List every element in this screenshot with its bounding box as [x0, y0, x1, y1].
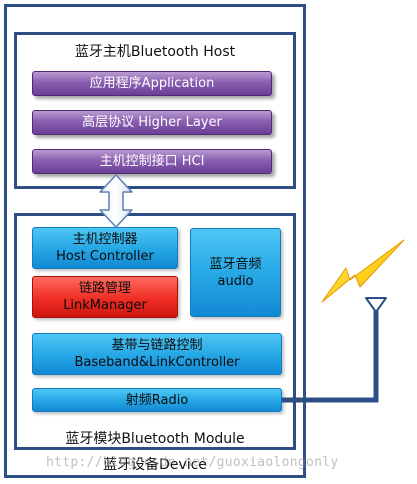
- application-label: 应用程序Application: [89, 76, 215, 91]
- link-manager-en: LinkManager: [63, 298, 147, 313]
- baseband-cn: 基带与链路控制: [111, 338, 203, 353]
- radio-label: 射频Radio: [125, 392, 189, 408]
- higher-layer-label: 高层协议 Higher Layer: [82, 115, 222, 130]
- host-title: 蓝牙主机Bluetooth Host: [74, 44, 236, 60]
- baseband-en: Baseband&LinkController: [74, 355, 240, 370]
- module-title: 蓝牙模块Bluetooth Module: [65, 431, 245, 447]
- antenna-icon: [365, 297, 387, 313]
- antenna-connector: [282, 310, 379, 403]
- device-title: 蓝牙设备Device: [103, 457, 207, 473]
- higher-layer: 高层协议 Higher Layer: [32, 110, 272, 135]
- radio-block: 射频Radio: [32, 388, 282, 412]
- application-layer: 应用程序Application: [32, 71, 272, 96]
- baseband-block: 基带与链路控制 Baseband&LinkController: [32, 333, 282, 375]
- audio-cn: 蓝牙音频: [209, 256, 262, 272]
- host-controller-en: Host Controller: [56, 249, 154, 264]
- link-manager-block: 链路管理 LinkManager: [32, 276, 178, 318]
- hci-label: 主机控制接口 HCI: [99, 154, 205, 169]
- watermark: http://blog.csdn.net/guoxiaolongonly: [46, 455, 339, 470]
- lightning-icon: [321, 239, 405, 303]
- host-controller-cn: 主机控制器: [72, 232, 138, 247]
- audio-block: 蓝牙音频 audio: [190, 228, 281, 317]
- link-manager-cn: 链路管理: [78, 281, 131, 296]
- double-arrow-icon: [99, 174, 133, 228]
- hci-layer: 主机控制接口 HCI: [32, 149, 272, 174]
- host-controller-block: 主机控制器 Host Controller: [32, 227, 178, 269]
- audio-en: audio: [217, 273, 254, 289]
